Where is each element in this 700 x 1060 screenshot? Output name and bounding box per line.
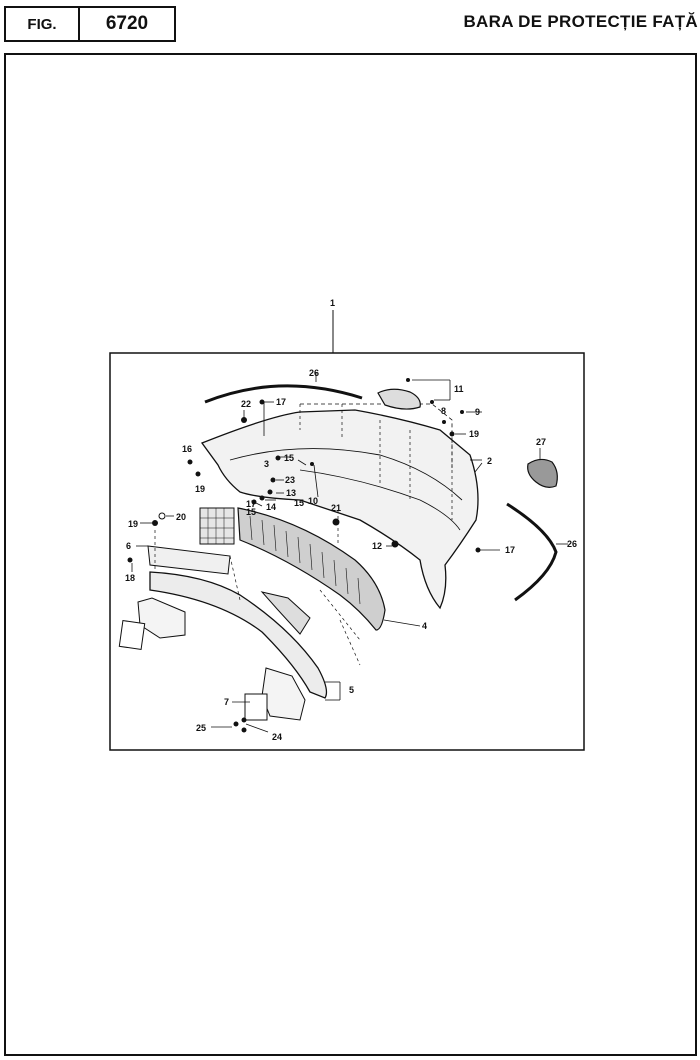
callout-17b: 17 <box>505 545 515 555</box>
callout-22: 22 <box>241 399 251 409</box>
assembly-lines <box>154 404 453 666</box>
callout-15a: 15 <box>284 453 294 463</box>
callout-5: 5 <box>349 685 354 695</box>
fog-lamp-cover <box>377 388 421 410</box>
guide-box <box>300 403 453 468</box>
callout-4: 4 <box>422 621 427 631</box>
figure-header: FIG. 6720 <box>4 6 176 44</box>
callout-21: 21 <box>331 503 341 513</box>
callout-24: 24 <box>272 732 282 742</box>
bumper-cover-crease <box>229 448 463 501</box>
callout-13: 13 <box>286 488 296 498</box>
callout-26b: 26 <box>567 539 577 549</box>
drawing-frame <box>4 53 697 1056</box>
moulding-strip-top <box>204 384 363 404</box>
callout-18: 18 <box>125 573 135 583</box>
callout-19c: 19 <box>469 429 479 439</box>
assembly-box <box>109 352 585 751</box>
callout-26a: 26 <box>309 368 319 378</box>
callout-10: 10 <box>308 496 318 506</box>
callout-27: 27 <box>536 437 546 447</box>
washer-20 <box>158 512 166 520</box>
callout-15c: 15 <box>246 507 256 517</box>
callout-19a: 19 <box>128 519 138 529</box>
fig-label: FIG. <box>4 6 80 42</box>
moulding-strip-right <box>506 502 558 602</box>
callout-12: 12 <box>372 541 382 551</box>
callout-17c: 17 <box>246 499 256 509</box>
callout-19b: 19 <box>195 484 205 494</box>
callout-11: 11 <box>454 384 464 394</box>
callout-2: 2 <box>487 456 492 466</box>
side-reflector <box>527 458 558 488</box>
page-title: BARA DE PROTECȚIE FAȚĂ <box>463 12 698 31</box>
fig-number: 6720 <box>80 6 176 42</box>
callout-23: 23 <box>285 475 295 485</box>
callout-25: 25 <box>196 723 206 733</box>
callout-16: 16 <box>182 444 192 454</box>
corner-grille-mesh <box>200 508 234 544</box>
callout-7: 7 <box>224 697 229 707</box>
callout-14: 14 <box>266 502 276 512</box>
callout-20: 20 <box>176 512 186 522</box>
center-brace <box>260 591 311 635</box>
callout-3: 3 <box>264 459 269 469</box>
callout-1: 1 <box>330 298 335 308</box>
callout-9: 9 <box>475 407 480 417</box>
grille-slats <box>249 515 361 605</box>
left-bracket <box>147 545 231 575</box>
callout-17a: 17 <box>276 397 286 407</box>
corner-grille <box>199 507 235 545</box>
callout-8: 8 <box>441 406 446 416</box>
bumper-cover <box>200 409 479 610</box>
reinforcement-beam <box>149 571 328 699</box>
fasteners <box>127 378 481 733</box>
right-mount-bracket <box>261 667 306 721</box>
callout-6: 6 <box>126 541 131 551</box>
right-mount-plate <box>244 693 268 721</box>
leader-lines <box>131 372 568 733</box>
left-mount-plate <box>118 620 146 650</box>
left-mount-bracket <box>137 597 186 639</box>
callout-15b: 15 <box>294 498 304 508</box>
